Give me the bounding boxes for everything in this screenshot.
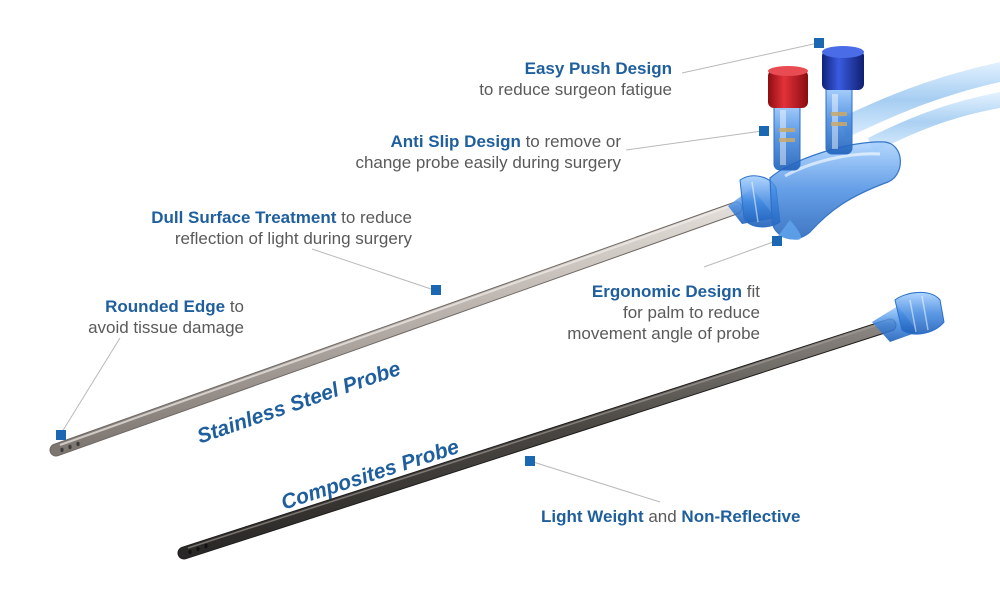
probe-tip-holes	[188, 543, 208, 555]
leader-easy-push	[681, 42, 819, 74]
probe-handle	[728, 46, 901, 240]
marker-easy-push	[814, 38, 824, 48]
marker-light-weight	[525, 456, 535, 466]
callout-highlight: Rounded Edge	[105, 297, 226, 316]
callout-text: to remove or	[520, 132, 621, 151]
callout-dull-surface: Dull Surface Treatment to reduce reflect…	[130, 207, 412, 249]
leader-lines	[61, 42, 819, 503]
leader-ergonomic	[703, 240, 777, 268]
leader-rounded-edge	[61, 337, 121, 433]
callout-highlight: Ergonomic Design	[591, 282, 743, 301]
marker-anti-slip	[759, 126, 769, 136]
marker-rounded-edge	[56, 430, 66, 440]
callout-text: reflection of light during surgery	[174, 229, 412, 248]
callout-highlight: Anti Slip Design	[390, 132, 521, 151]
blue-valve-cap	[822, 46, 864, 90]
callout-ergonomic: Ergonomic Design fit for palm to reduce …	[548, 281, 760, 344]
callout-text: to reduce surgeon fatigue	[479, 80, 672, 99]
leader-light-weight	[529, 460, 661, 503]
callout-highlight: Light Weight	[541, 507, 644, 526]
red-valve-cap	[768, 66, 808, 108]
composite-connector	[872, 292, 945, 342]
callout-text: change probe easily during surgery	[355, 153, 621, 172]
callout-text: to	[225, 297, 244, 316]
marker-dull-surface	[431, 285, 441, 295]
callout-anti-slip: Anti Slip Design to remove or change pro…	[345, 131, 621, 173]
callout-highlight: Easy Push Design	[524, 59, 672, 78]
marker-ergonomic	[772, 236, 782, 246]
callout-light-weight: Light Weight and Non-Reflective	[541, 506, 800, 527]
probe-tip-holes	[60, 441, 80, 453]
composite-probe	[177, 318, 897, 560]
tubing	[840, 62, 1000, 152]
stainless-steel-probe	[49, 201, 743, 457]
leader-anti-slip	[625, 130, 763, 151]
callout-rounded-edge: Rounded Edge to avoid tissue damage	[60, 296, 244, 338]
callout-text: for palm to reduce	[622, 303, 760, 322]
callout-text: and	[643, 507, 682, 526]
callout-text: avoid tissue damage	[88, 318, 244, 337]
callout-text: to reduce	[336, 208, 412, 227]
leader-dull-surface	[311, 248, 435, 291]
callout-highlight: Non-Reflective	[681, 507, 801, 526]
callout-markers	[56, 38, 824, 466]
callout-easy-push: Easy Push Design to reduce surgeon fatig…	[470, 58, 672, 100]
callout-text: fit	[742, 282, 760, 301]
callout-highlight: Dull Surface Treatment	[151, 208, 337, 227]
callout-text: movement angle of probe	[567, 324, 760, 343]
